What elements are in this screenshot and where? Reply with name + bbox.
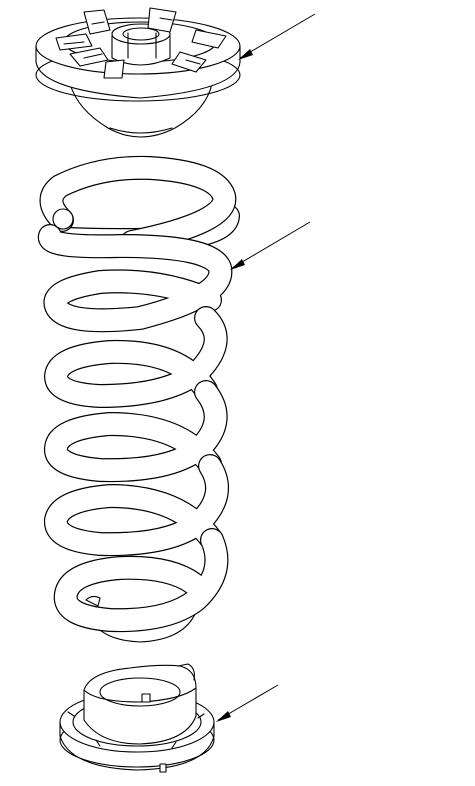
upper-spring-seat [35, 7, 241, 138]
lower-seat-callout [216, 684, 279, 722]
coil-spring-callout [230, 221, 311, 270]
coil-spring [37, 155, 240, 643]
lower-spring-seat [59, 663, 215, 773]
upper-seat-callout [238, 13, 316, 60]
